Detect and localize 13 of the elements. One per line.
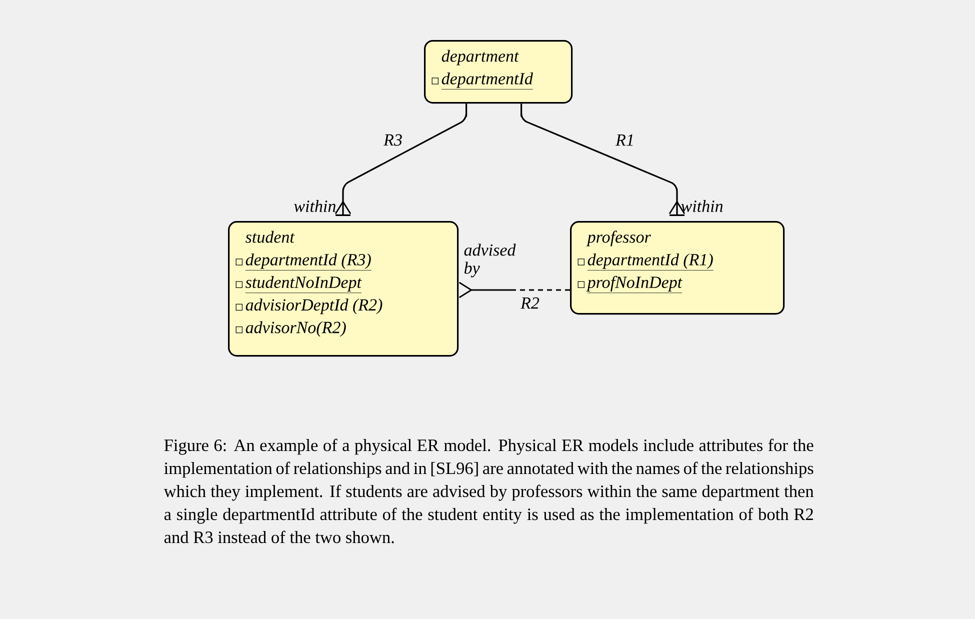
- role-label: within: [294, 200, 336, 212]
- caption: Figure 6: An example of a physical ER model. Physical ER models include attributes for the implementation of relationships and in [SL96] are annotated with the names of the relationships which they implement. If students are advised by professors within the same department then a single departmentId attribute of the student entity is used as the implementation of both R2 and R3 instead of the two shown.: [164, 438, 814, 544]
- role-label: within: [681, 200, 723, 212]
- relationship-line: [334, 104, 468, 216]
- relationship-line: [458, 282, 570, 298]
- edge-label: R3: [383, 134, 402, 146]
- relationship-line: [520, 104, 686, 216]
- entity-box: student departmentId (R3) studentNoInDept advisiorDeptId (R2) advisorNo(R2): [228, 221, 459, 357]
- role-label: advised by: [464, 244, 516, 278]
- edge-label: R1: [615, 134, 633, 146]
- entity-box: department departmentId: [424, 40, 573, 104]
- edge-label: R2: [520, 297, 540, 309]
- entity-box: professor departmentId (R1) profNoInDept: [570, 221, 785, 315]
